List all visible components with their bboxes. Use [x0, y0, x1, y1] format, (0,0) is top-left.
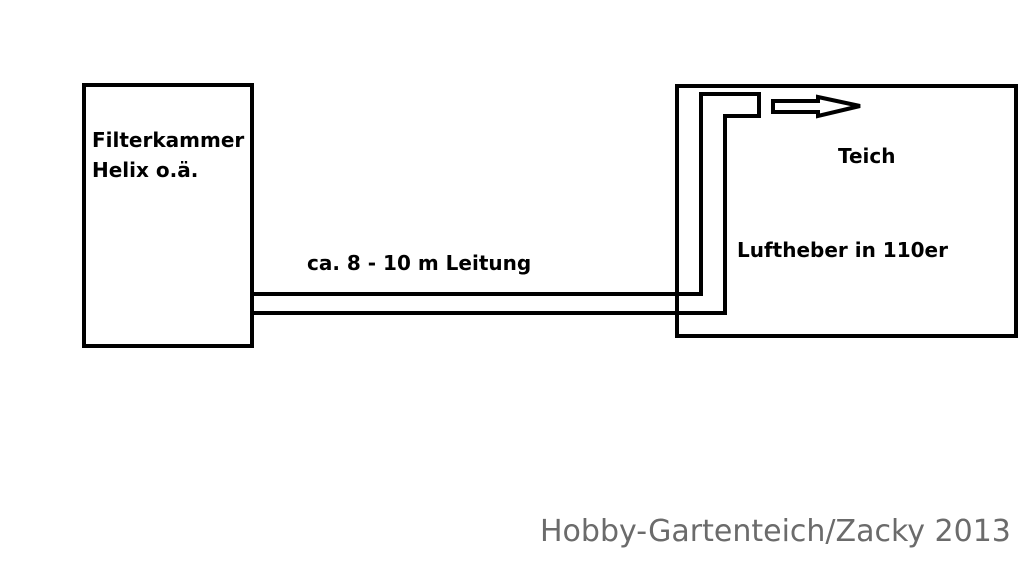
filter-chamber-label-line1: Filterkammer: [92, 128, 245, 152]
pipe-and-airlift: [252, 92, 761, 315]
filter-chamber-box: [82, 83, 254, 348]
watermark: Hobby-Gartenteich/Zacky 2013: [540, 514, 1011, 549]
airlift-label: Luftheber in 110er: [737, 238, 948, 262]
pond-box: [675, 84, 1018, 338]
pond-label: Teich: [838, 144, 896, 168]
filter-chamber-label: Filterkammer Helix o.ä.: [92, 125, 244, 185]
filter-chamber-label-line2: Helix o.ä.: [92, 158, 199, 182]
flow-arrow-icon: [771, 94, 861, 119]
pipe-label: ca. 8 - 10 m Leitung: [307, 251, 532, 275]
